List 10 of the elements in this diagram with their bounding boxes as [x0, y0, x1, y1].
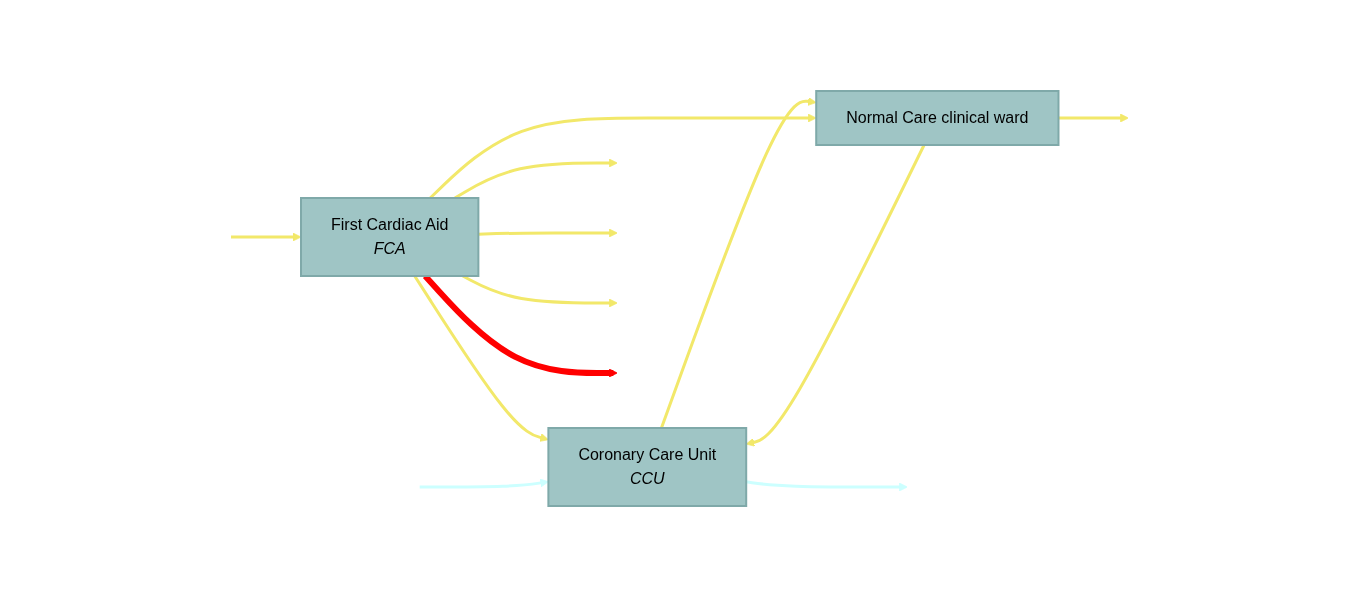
arrow — [478, 228, 618, 238]
arrow — [413, 275, 549, 442]
node-box: First Cardiac Aid FCA — [299, 197, 480, 277]
arrow — [745, 480, 908, 492]
arrow — [1058, 113, 1129, 123]
arrow — [745, 144, 926, 447]
arrow — [453, 158, 618, 200]
arrow — [419, 478, 549, 489]
node-box: Normal Care clinical ward — [814, 90, 1060, 146]
node-box: Coronary Care Unit CCU — [547, 427, 747, 507]
